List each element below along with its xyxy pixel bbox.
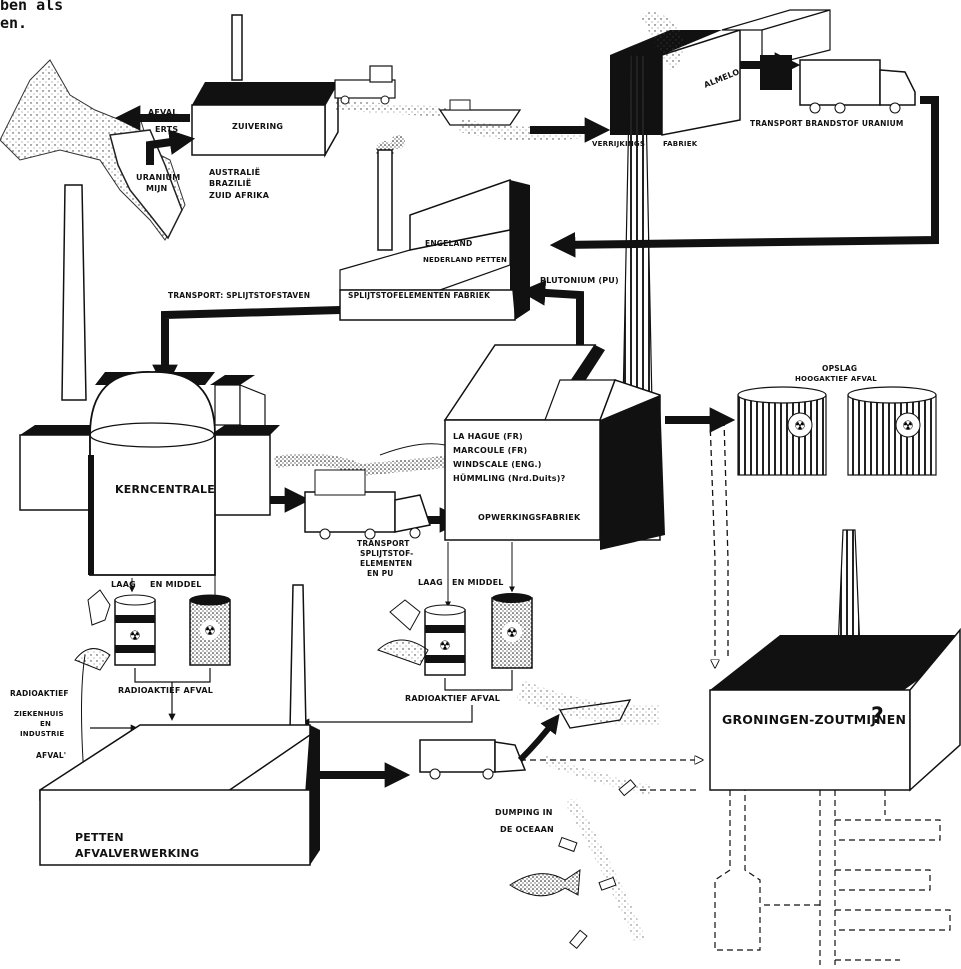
- label-uranium: URANIUM: [136, 173, 181, 182]
- label-country-2: BRAZILIË: [209, 179, 252, 188]
- label-splijtstof-fabriek: SPLIJTSTOFELEMENTEN FABRIEK: [348, 291, 491, 300]
- label-groningen-q: ?: [871, 704, 884, 729]
- boat: [438, 109, 522, 126]
- label-side-5: AFVAL': [36, 751, 67, 760]
- label-side-2: ZIEKENHUIS: [14, 710, 64, 718]
- label-site-1: LA HAGUE (FR): [453, 432, 523, 441]
- splijtstof-factory: [339, 289, 516, 321]
- label-erts: ERTS: [155, 125, 179, 134]
- kern-chimney: [61, 184, 87, 401]
- label-en-middel-left: EN MIDDEL: [150, 580, 202, 589]
- label-transport-el-4: EN PU: [367, 569, 394, 578]
- flow-erts-arrow: [146, 129, 196, 165]
- label-transport-el-2: SPLIJTSTOF-: [360, 549, 414, 558]
- label-laag-left: LAAG: [111, 580, 136, 589]
- label-country-1: AUSTRALIË: [209, 168, 261, 177]
- uranium-truck: [799, 59, 881, 106]
- fish: [509, 869, 581, 897]
- label-afval: AFVAL: [148, 108, 178, 117]
- header-line-2: en.: [0, 14, 28, 32]
- opwerking-black-side: [600, 395, 665, 550]
- opslag-tank-1: ☢: [737, 386, 827, 476]
- barrel-middel-right: ☢: [491, 593, 533, 669]
- svg-text:☢: ☢: [204, 624, 216, 639]
- splijtstof-chimney: [377, 149, 393, 251]
- label-mijn: MIJN: [146, 184, 168, 193]
- label-side-3: EN: [40, 720, 52, 728]
- label-side-1: RADIOAKTIEF: [10, 689, 69, 698]
- groningen-block: [709, 689, 911, 791]
- dashed-opslag-to-groningen: [709, 419, 715, 665]
- dumping-truck: [419, 739, 496, 773]
- label-zuivering-text: ZUIVERING: [232, 122, 284, 131]
- label-nederland-petten: NEDERLAND PETTEN: [423, 256, 508, 264]
- label-engeland: ENGELAND: [425, 239, 473, 248]
- label-en-middel-right: EN MIDDEL: [452, 578, 504, 587]
- flow-staven: [152, 306, 341, 391]
- zuivering-chimney: [231, 14, 243, 81]
- opslag-tank-2: ☢: [847, 386, 937, 476]
- label-laag-right: LAAG: [418, 578, 443, 587]
- label-radioaktief-afval-right: RADIOAKTIEF AFVAL: [405, 694, 501, 703]
- kerncentrale-dome: [89, 371, 216, 576]
- label-dumping-1: DUMPING IN: [495, 808, 553, 817]
- svg-text:☢: ☢: [794, 419, 806, 434]
- label-verrijkings: VERRIJKINGS: [592, 140, 646, 148]
- label-petten: PETTEN: [75, 831, 124, 844]
- label-opslag-1: OPSLAG: [822, 364, 858, 373]
- petten-chimney: [289, 584, 307, 731]
- label-radioaktief-afval-left: RADIOAKTIEF AFVAL: [118, 686, 214, 695]
- label-dumping-2: DE OCEAAN: [500, 825, 554, 834]
- header-line-1: ben als: [0, 0, 64, 14]
- svg-text:☢: ☢: [439, 639, 451, 654]
- label-plutonium: PLUTONIUM (PU): [540, 276, 619, 285]
- label-opslag-2: HOOGAKTIEF AFVAL: [795, 375, 877, 383]
- label-afvalverwerking: AFVALVERWERKING: [75, 847, 200, 860]
- label-site-3: WINDSCALE (ENG.): [453, 460, 542, 469]
- label-groningen: GRONINGEN-ZOUTMIJNEN: [722, 712, 907, 727]
- flow-plutonium: [519, 280, 584, 345]
- transport-truck: [304, 491, 396, 533]
- barrel-laag-right: ☢: [424, 604, 466, 676]
- label-site-2: MARCOULE (FR): [453, 446, 528, 455]
- label-transport-el-1: TRANSPORT: [357, 539, 410, 548]
- barrel-laag-left: ☢: [114, 594, 156, 666]
- label-transport-brandstof: TRANSPORT BRANDSTOF URANIUM: [750, 119, 904, 128]
- label-opwerkingsfabriek: OPWERKINGSFABRIEK: [478, 513, 581, 522]
- label-country-3: ZUID AFRIKA: [209, 191, 270, 200]
- opwerkingsfabriek: [444, 419, 601, 541]
- flow-truck-to-splijtstof: [549, 96, 939, 258]
- label-kerncentrale: KERNCENTRALE: [115, 483, 215, 496]
- label-side-4: INDUSTRIE: [20, 730, 65, 738]
- svg-text:☢: ☢: [129, 629, 141, 644]
- svg-text:☢: ☢: [506, 626, 518, 641]
- label-transport-el-3: ELEMENTEN: [360, 559, 413, 568]
- zuivering-building: [191, 104, 326, 156]
- svg-text:☢: ☢: [902, 419, 914, 434]
- label-transport-staven: TRANSPORT: SPLIJTSTOFSTAVEN: [168, 291, 311, 300]
- groningen-chimney: [837, 529, 861, 651]
- petten-block: [39, 789, 311, 866]
- label-site-4: HÜMMLING (Nrd.Duits)?: [453, 474, 566, 483]
- barrel-middel-left: ☢: [189, 594, 231, 666]
- label-fabriek: FABRIEK: [663, 140, 698, 148]
